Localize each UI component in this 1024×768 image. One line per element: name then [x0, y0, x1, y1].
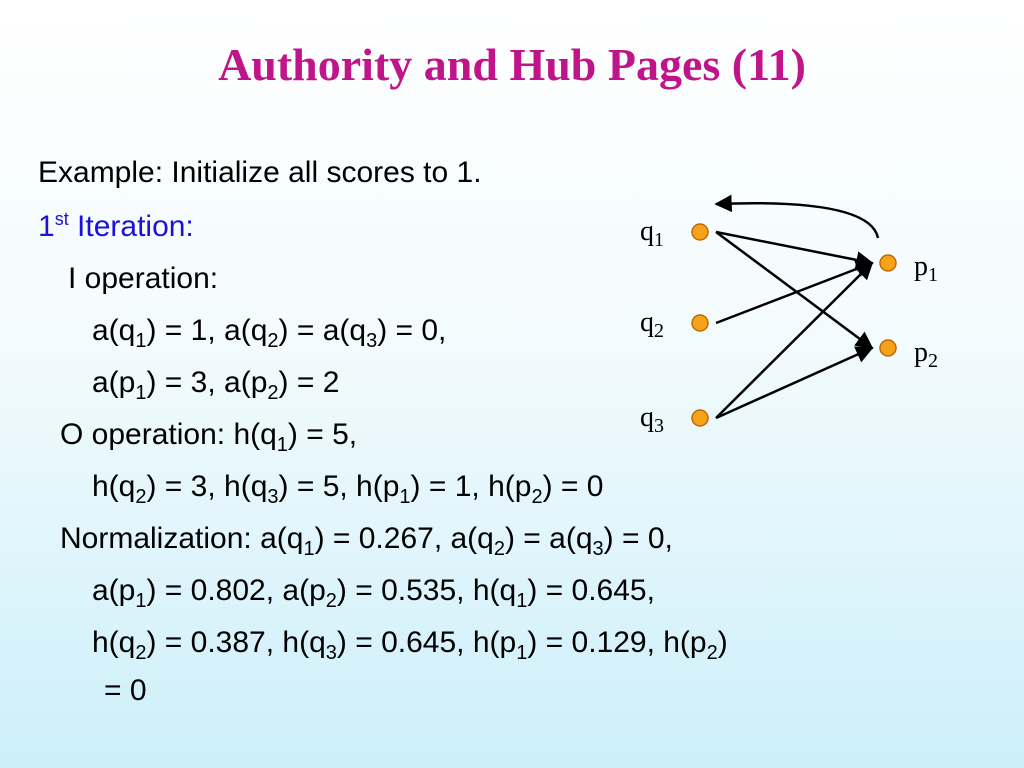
edge-q1-p2: [715, 230, 874, 350]
o-operation-line: O operation: h(q1) = 5,: [60, 418, 358, 456]
normalization-values-2: h(q2) = 0.387, h(q3) = 0.645, h(p1) = 0.…: [92, 626, 728, 664]
edge-q2-p1: [715, 260, 874, 325]
i-operation-label: I operation:: [68, 262, 219, 295]
normalization-values-3: = 0: [104, 674, 147, 707]
slide-title: Authority and Hub Pages (11): [218, 39, 806, 90]
node-p1: [879, 254, 897, 272]
iteration-label: Iteration:: [68, 210, 194, 243]
edge-q3-p1: [715, 261, 874, 419]
node-label-p1: p1: [914, 251, 938, 286]
normalization-values-1: a(p1) = 0.802, a(p2) = 0.535, h(q1) = 0.…: [92, 574, 655, 612]
node-p2: [879, 339, 897, 357]
node-label-q1: q1: [640, 216, 664, 251]
edge-q3-p2: [715, 346, 874, 420]
node-label-q3: q3: [640, 402, 664, 437]
node-label-q2: q2: [640, 307, 664, 342]
i-operation-q-values: a(q1) = 1, a(q2) = a(q3) = 0,: [92, 314, 447, 352]
iteration-heading: 1st Iteration:: [38, 210, 194, 244]
normalization-line: Normalization: a(q1) = 0.267, a(q2) = a(…: [60, 522, 673, 560]
node-label-p2: p2: [914, 337, 938, 372]
iteration-suffix: st: [54, 209, 69, 229]
example-line: Example: Initialize all scores to 1.: [38, 156, 482, 189]
hub-authority-graph: q1 q2 q3 p1 p2: [640, 194, 938, 437]
node-q1: [691, 223, 709, 241]
node-q3: [691, 409, 709, 427]
i-operation-p-values: a(p1) = 3, a(p2) = 2: [92, 366, 340, 404]
edge-p1-q1: [714, 194, 880, 239]
node-q2: [691, 314, 709, 332]
edge-q1-p1: [715, 230, 874, 269]
o-operation-values: h(q2) = 3, h(q3) = 5, h(p1) = 1, h(p2) =…: [92, 470, 604, 508]
iteration-number: 1: [38, 210, 55, 243]
